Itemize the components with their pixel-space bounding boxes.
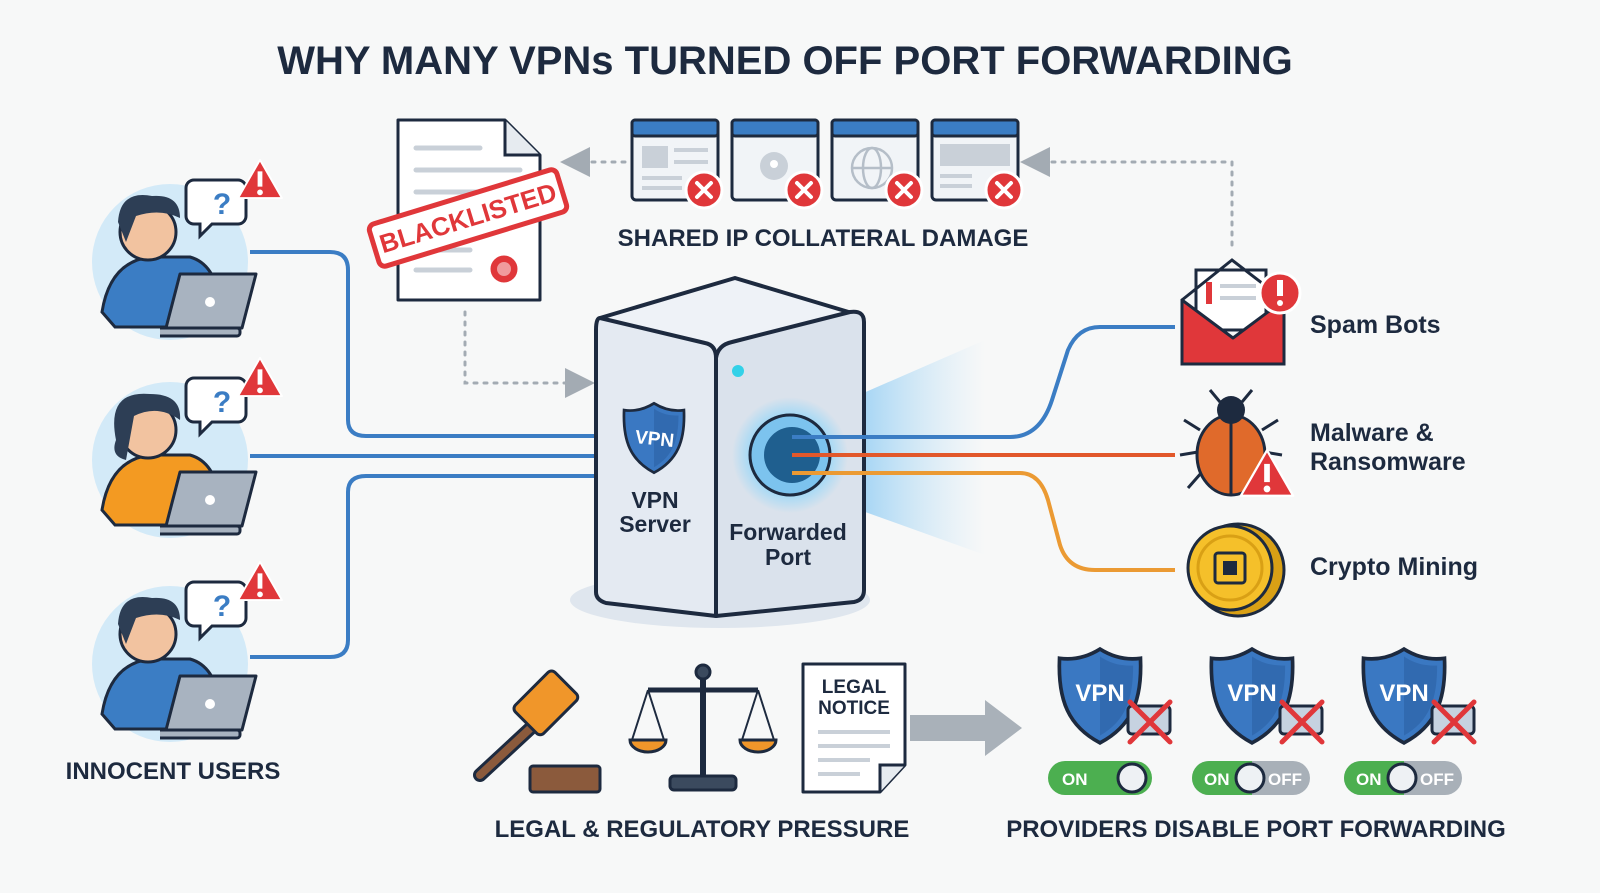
toggle-knob[interactable] bbox=[1116, 762, 1148, 794]
notice-line2: NOTICE bbox=[818, 698, 890, 719]
innocent-users-label: INNOCENT USERS bbox=[66, 758, 281, 785]
user-line-1 bbox=[250, 250, 595, 438]
crypto-coin-icon bbox=[1186, 522, 1286, 618]
legal-pressure: LEGAL NOTICE LEGAL & REGULATORY PRESSURE bbox=[473, 662, 1022, 843]
toggle-switch[interactable]: ON OFF bbox=[1192, 761, 1310, 795]
toggle-off-label: OFF bbox=[1268, 770, 1302, 789]
toggle-knob[interactable] bbox=[1234, 762, 1266, 794]
port-label-line1: Forwarded bbox=[729, 519, 847, 545]
shared-ip-label: SHARED IP COLLATERAL DAMAGE bbox=[618, 225, 1029, 252]
malware-label-line2: Ransomware bbox=[1310, 448, 1466, 476]
spam-bots-icon bbox=[1180, 258, 1302, 366]
innocent-users: ? ? ? INNOCENT USERS bbox=[66, 158, 283, 785]
toggle-on-label: ON bbox=[1062, 770, 1088, 789]
arrow-right-icon bbox=[910, 700, 1022, 756]
legal-pressure-label: LEGAL & REGULATORY PRESSURE bbox=[495, 816, 910, 843]
providers-label: PROVIDERS DISABLE PORT FORWARDING bbox=[1006, 816, 1506, 843]
user-connection-lines bbox=[250, 250, 595, 659]
crypto-line bbox=[792, 471, 1175, 572]
port-blocked-x-icon bbox=[1430, 699, 1477, 745]
shared-ip-websites: SHARED IP COLLATERAL DAMAGE bbox=[618, 118, 1029, 252]
toggle-on-label: ON bbox=[1204, 770, 1230, 789]
user-3: ? bbox=[92, 560, 283, 742]
port-blocked-x-icon bbox=[1278, 699, 1325, 745]
globe-icon bbox=[850, 146, 894, 190]
power-led bbox=[732, 365, 744, 377]
crypto-mining-label: Crypto Mining bbox=[1310, 553, 1478, 581]
user-line-3 bbox=[250, 474, 595, 659]
legal-notice-document: LEGAL NOTICE bbox=[801, 662, 907, 794]
malware-label-line1: Malware & bbox=[1310, 419, 1434, 447]
question-mark: ? bbox=[213, 386, 231, 419]
question-mark: ? bbox=[213, 590, 231, 623]
arrow-from-spam bbox=[1020, 147, 1234, 247]
website-window-4 bbox=[930, 118, 1024, 210]
website-window-3 bbox=[830, 118, 924, 210]
threat-lines bbox=[792, 325, 1175, 572]
dotted-arrows bbox=[463, 147, 1234, 398]
provider-3: VPN ON OFF bbox=[1344, 647, 1477, 795]
shield-text: VPN bbox=[1075, 680, 1124, 707]
arrow-to-server bbox=[463, 310, 595, 398]
notice-line1: LEGAL bbox=[822, 677, 887, 698]
server-label-line2: Server bbox=[619, 511, 691, 537]
shield-text: VPN bbox=[1227, 680, 1276, 707]
provider-1: VPN ON bbox=[1048, 647, 1173, 795]
vpn-server: VPN VPN Server Forwarded Port bbox=[570, 276, 870, 628]
scales-icon bbox=[628, 663, 778, 792]
blocked-x-icon bbox=[684, 170, 724, 210]
website-window-2 bbox=[730, 118, 824, 210]
spam-line bbox=[792, 325, 1175, 439]
toggle-switch[interactable]: ON OFF bbox=[1344, 761, 1462, 795]
toggle-off-label: OFF bbox=[1420, 770, 1454, 789]
blocked-x-icon bbox=[884, 170, 924, 210]
website-window-1 bbox=[630, 118, 724, 210]
shield-text: VPN bbox=[1379, 680, 1428, 707]
shield-text: VPN bbox=[634, 427, 675, 452]
toggle-switch[interactable]: ON bbox=[1048, 761, 1152, 795]
threats: Spam Bots Malware & Ransomware Crypto Mi… bbox=[1179, 258, 1478, 618]
blocked-x-icon bbox=[784, 170, 824, 210]
spam-bots-label: Spam Bots bbox=[1310, 311, 1441, 339]
page-title: WHY MANY VPNs TURNED OFF PORT FORWARDING bbox=[277, 39, 1293, 83]
port-label-line2: Port bbox=[765, 544, 811, 570]
gavel-icon bbox=[473, 669, 602, 794]
server-label-line1: VPN bbox=[631, 487, 678, 513]
user-2: ? bbox=[92, 356, 283, 538]
question-mark: ? bbox=[213, 188, 231, 221]
toggle-knob[interactable] bbox=[1386, 762, 1418, 794]
blocked-x-icon bbox=[984, 170, 1024, 210]
providers: VPN ON VPN ON OFF VPN bbox=[1006, 647, 1506, 843]
user-1: ? bbox=[92, 158, 283, 340]
malware-bug-icon bbox=[1179, 389, 1295, 497]
provider-2: VPN ON OFF bbox=[1192, 647, 1325, 795]
toggle-on-label: ON bbox=[1356, 770, 1382, 789]
port-blocked-x-icon bbox=[1126, 699, 1173, 745]
blacklisted-document: BLACKLISTED bbox=[366, 118, 570, 302]
